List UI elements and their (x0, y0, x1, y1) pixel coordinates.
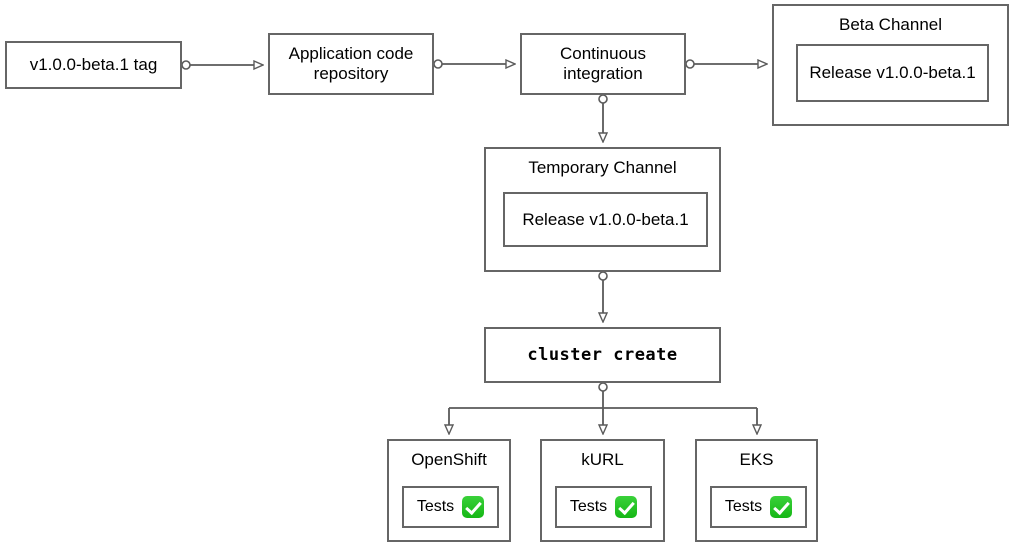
edge-cluster-create-fork (449, 382, 757, 433)
node-openshift-tests-label: Tests (416, 498, 455, 515)
group-target-kurl[interactable]: kURL Tests (540, 439, 665, 542)
group-target-eks-title: EKS (739, 450, 774, 469)
node-application-code-repository[interactable]: Application code repository (268, 33, 434, 95)
edge-repo-to-ci (433, 60, 514, 68)
node-continuous-integration-label: Continuous integration (559, 43, 646, 83)
group-target-openshift[interactable]: OpenShift Tests (387, 439, 511, 542)
group-temporary-channel[interactable]: Temporary Channel Release v1.0.0-beta.1 (484, 147, 721, 272)
node-temporary-channel-release-label: Release v1.0.0-beta.1 (522, 209, 689, 229)
node-openshift-tests[interactable]: Tests (402, 486, 499, 528)
node-version-tag[interactable]: v1.0.0-beta.1 tag (5, 41, 182, 89)
node-cluster-create[interactable]: cluster create (484, 327, 721, 383)
green-check-icon (462, 496, 485, 518)
node-eks-tests-label: Tests (724, 498, 763, 515)
edge-ci-to-beta-channel (685, 60, 766, 68)
group-target-openshift-title: OpenShift (411, 450, 487, 469)
group-target-kurl-title: kURL (581, 450, 624, 469)
group-temporary-channel-title: Temporary Channel (528, 158, 677, 177)
edge-ci-to-temporary-channel (599, 94, 607, 141)
node-cluster-create-label: cluster create (527, 344, 678, 365)
node-temporary-channel-release[interactable]: Release v1.0.0-beta.1 (503, 192, 708, 247)
node-beta-channel-release-label: Release v1.0.0-beta.1 (809, 63, 976, 82)
node-version-tag-label: v1.0.0-beta.1 tag (29, 54, 158, 74)
edge-temporary-channel-to-cluster-create (599, 271, 607, 321)
node-application-code-repository-label: Application code repository (288, 43, 414, 83)
green-check-icon (615, 496, 638, 518)
green-check-icon (770, 496, 793, 518)
edge-tag-to-repo (181, 61, 262, 69)
group-beta-channel[interactable]: Beta Channel Release v1.0.0-beta.1 (772, 4, 1009, 126)
group-beta-channel-title: Beta Channel (838, 15, 943, 34)
node-kurl-tests-label: Tests (569, 498, 608, 515)
node-kurl-tests[interactable]: Tests (555, 486, 652, 528)
node-eks-tests[interactable]: Tests (710, 486, 807, 528)
node-beta-channel-release[interactable]: Release v1.0.0-beta.1 (796, 44, 989, 102)
group-target-eks[interactable]: EKS Tests (695, 439, 818, 542)
node-continuous-integration[interactable]: Continuous integration (520, 33, 686, 95)
